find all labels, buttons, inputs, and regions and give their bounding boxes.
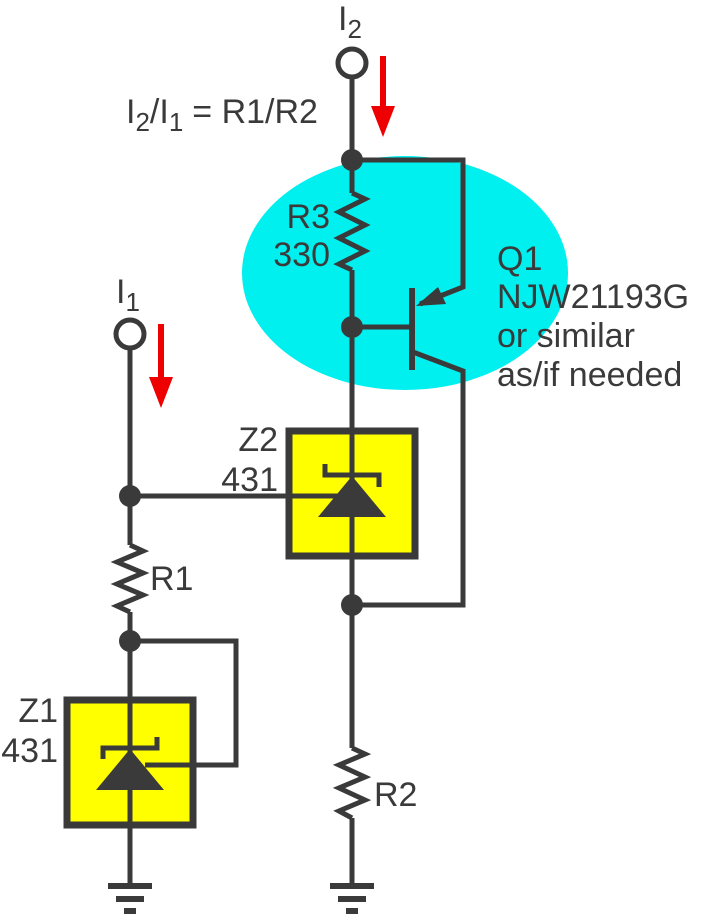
i2-terminal <box>335 46 369 80</box>
z1-value-label: 431 <box>1 732 58 770</box>
q1-note1-label: or similar <box>497 317 635 355</box>
mirror-ratio-formula: I2/I1= R1/R2 <box>126 93 318 137</box>
z1-anode-triangle <box>96 749 164 790</box>
i2-terminal-label: I2 <box>338 0 362 44</box>
arrow-head <box>371 106 395 137</box>
junction-dots <box>119 149 363 652</box>
r3-value-label: 330 <box>273 236 330 274</box>
r1-ref-label: R1 <box>150 560 193 598</box>
z2-value-label: 431 <box>221 461 278 499</box>
junction-dot <box>341 316 363 338</box>
q1-part-label: NJW21193G <box>497 278 689 316</box>
z1-ref-label: Z1 <box>18 692 58 730</box>
z2-cathode-bar <box>322 464 382 487</box>
ground-symbol-right <box>330 883 374 914</box>
r3-resistor-symbol <box>333 190 371 273</box>
i1-terminal-label: I1 <box>116 273 140 317</box>
q1-collector-wire <box>352 349 466 608</box>
r2-ref-label: R2 <box>374 776 417 814</box>
junction-dot <box>119 485 141 507</box>
r2-resistor-symbol <box>332 745 372 821</box>
r1-resistor-symbol <box>110 542 150 615</box>
ground-symbol-left <box>108 883 152 914</box>
q1-note2-label: as/if needed <box>497 356 682 394</box>
z2-anode-triangle <box>318 476 386 517</box>
junction-dot <box>119 630 141 652</box>
z1-tl431-symbol <box>96 737 164 790</box>
z2-tl431-symbol <box>318 464 386 517</box>
i2-current-arrow <box>371 56 395 137</box>
q1-ref-label: Q1 <box>497 240 542 278</box>
z1-cathode-bar <box>100 737 160 759</box>
i1-terminal <box>113 317 147 351</box>
junction-dot <box>341 149 363 171</box>
arrow-head <box>149 377 173 408</box>
junction-dot <box>341 594 363 616</box>
q1-highlight-ellipse <box>242 156 568 390</box>
z2-ref-label: Z2 <box>238 421 278 459</box>
q1-emitter-arrow <box>416 287 446 306</box>
i1-current-arrow <box>149 324 173 408</box>
r3-ref-label: R3 <box>287 198 330 236</box>
wire-z1-feedback-loop <box>130 638 239 768</box>
